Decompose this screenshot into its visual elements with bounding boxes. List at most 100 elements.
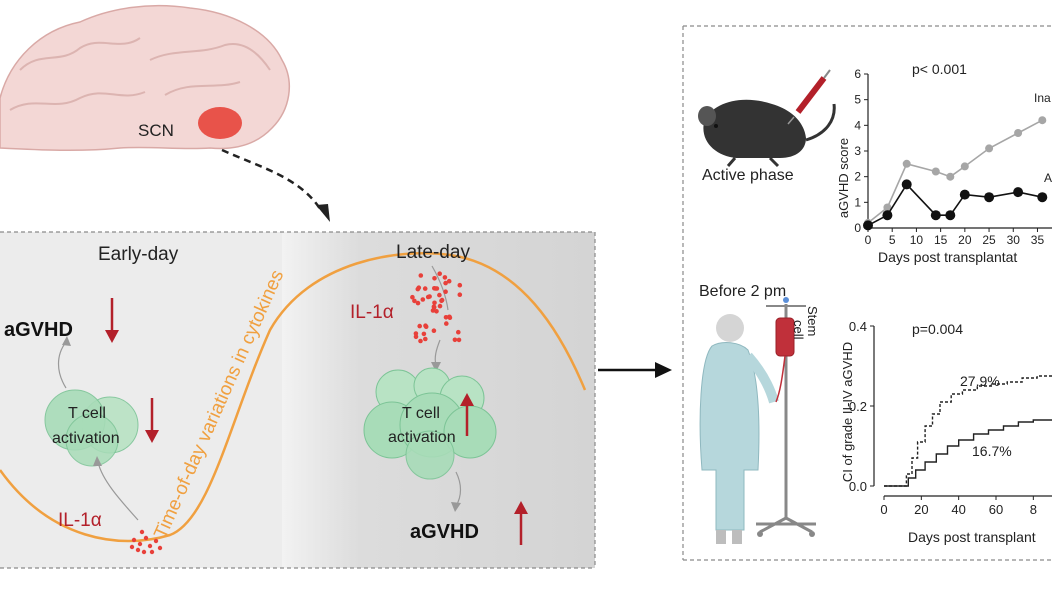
late-day-section: Late-day IL-1α T cell activation aGVHD bbox=[350, 242, 528, 545]
chart1-data-point bbox=[984, 192, 995, 203]
agvhd-score-chart: p< 0.001 aGVHD score Days post transplan… bbox=[836, 61, 1052, 265]
cytokine-dot bbox=[452, 337, 458, 343]
late-tcell-up-arrow bbox=[460, 393, 474, 436]
cytokine-dot bbox=[421, 331, 427, 337]
cytokine-dot bbox=[423, 323, 428, 329]
early-agvhd-down-arrow bbox=[105, 298, 119, 343]
chart1-data-point bbox=[931, 167, 940, 176]
cytokine-dot bbox=[413, 331, 419, 336]
chart1-xtick-label: 10 bbox=[910, 233, 924, 247]
right-panel bbox=[682, 25, 1052, 561]
late-mid-arrow-head bbox=[431, 362, 441, 372]
chart1-ytick-label: 3 bbox=[854, 144, 861, 158]
cytokine-dot bbox=[432, 300, 437, 306]
brain-fold bbox=[149, 43, 271, 71]
cytokine-dot bbox=[443, 315, 449, 320]
cytokine-dot bbox=[415, 300, 421, 306]
chart1-data-point bbox=[1013, 187, 1024, 198]
dashed-arrow-line bbox=[221, 148, 324, 213]
chart1-xtick-label: 30 bbox=[1007, 233, 1021, 247]
late-top-arrow bbox=[431, 265, 449, 311]
chart1-annotation: p< 0.001 bbox=[912, 61, 967, 77]
cytokine-dot bbox=[423, 336, 428, 342]
cytokine-dot bbox=[447, 314, 452, 320]
chart1-xtick-label: 0 bbox=[865, 233, 872, 247]
chart1-data-point bbox=[946, 172, 955, 181]
cytokine-dot bbox=[457, 282, 463, 288]
chart2-dashed-curve bbox=[884, 374, 1052, 487]
brain-fold bbox=[9, 91, 146, 111]
chart1-xtick-label: 15 bbox=[934, 233, 948, 247]
chart1-ytick-label: 1 bbox=[854, 195, 861, 209]
cytokine-dot bbox=[431, 328, 437, 334]
chart1-data-point bbox=[902, 159, 911, 168]
chart1-ytick-label: 0 bbox=[854, 221, 861, 235]
chart1-xtick-label: 20 bbox=[958, 233, 972, 247]
chart1-xtick-label: 5 bbox=[889, 233, 896, 247]
cytokine-dot bbox=[433, 286, 438, 291]
chart1-data-point bbox=[959, 189, 970, 200]
chart1-ytick-label: 2 bbox=[854, 170, 861, 184]
brain-illustration: SCN bbox=[0, 4, 330, 222]
stem-cell-label-2: cell bbox=[791, 320, 806, 340]
chart1-data-point bbox=[930, 210, 941, 221]
iv-stand-icon bbox=[756, 297, 816, 537]
cytokine-dot bbox=[418, 338, 423, 344]
chart1-series2-legend: A bbox=[1044, 171, 1052, 185]
cytokine-dot bbox=[443, 289, 448, 295]
early-cytokine-dots bbox=[129, 529, 163, 555]
ci-agvhd-chart: p=0.004 CI of grade II-IV aGVHD Days pos… bbox=[840, 319, 1052, 545]
mouse-label: Active phase bbox=[702, 167, 794, 184]
chart1-xtick-label: 25 bbox=[982, 233, 996, 247]
early-tcell-label-line1: T cell bbox=[68, 405, 106, 422]
chart2-annotation: p=0.004 bbox=[912, 321, 963, 337]
cytokine-dot bbox=[456, 337, 462, 343]
late-il1a-label: IL-1α bbox=[350, 302, 394, 323]
dashed-arrow-head bbox=[316, 204, 330, 222]
chart1-data-point bbox=[901, 179, 912, 190]
chart2-xlabel: Days post transplant bbox=[908, 529, 1036, 545]
chart1-data-point bbox=[1014, 129, 1023, 137]
chart1-data-point bbox=[882, 210, 893, 221]
late-day-label: Late-day bbox=[396, 242, 470, 263]
late-agvhd-label: aGVHD bbox=[410, 521, 479, 543]
chart1-xtick-label: 35 bbox=[1031, 233, 1045, 247]
early-il1a-arrow bbox=[97, 461, 139, 521]
chart1-ytick-label: 5 bbox=[854, 93, 861, 107]
patient-illustration: Before 2 pm Stem cell bbox=[699, 283, 820, 544]
chart2-xtick-label: 20 bbox=[914, 502, 928, 517]
cytokine-dot bbox=[439, 297, 445, 303]
early-il1a-arrow-head bbox=[93, 456, 102, 466]
chart2-xtick-label: 60 bbox=[989, 502, 1003, 517]
chart1-ytick-label: 6 bbox=[854, 67, 861, 81]
chart1-data-point bbox=[1037, 192, 1048, 203]
late-bottom-arrow-head bbox=[451, 502, 461, 512]
chart1-data-point bbox=[883, 203, 892, 212]
cytokine-dot bbox=[412, 298, 417, 304]
cytokine-dot bbox=[443, 280, 448, 286]
cytokine-dot bbox=[444, 321, 449, 326]
late-tcell-cluster bbox=[363, 367, 497, 480]
cytokine-dot bbox=[446, 278, 452, 284]
brain-fold bbox=[19, 37, 141, 71]
cytokine-dot bbox=[430, 308, 436, 313]
chart2-xtick-label: 0 bbox=[880, 502, 887, 517]
patient-label: Before 2 pm bbox=[699, 283, 786, 300]
cytokine-dot bbox=[442, 275, 448, 280]
center-arrow bbox=[598, 362, 672, 378]
chart2-ylabel: CI of grade II-IV aGVHD bbox=[840, 342, 855, 482]
early-feedback-arrow bbox=[57, 341, 67, 389]
cytokine-dot bbox=[432, 276, 437, 281]
chart1-data-point bbox=[863, 220, 873, 231]
brain-fold bbox=[164, 81, 241, 96]
cytokine-dot bbox=[420, 297, 426, 302]
late-agvhd-up-arrow bbox=[514, 501, 528, 545]
syringe-icon bbox=[787, 69, 831, 125]
cytokine-dot bbox=[456, 329, 461, 335]
chart2-label-solid: 16.7% bbox=[972, 443, 1012, 459]
cytokine-dot bbox=[425, 294, 431, 300]
cytokine-curve bbox=[0, 252, 587, 543]
early-feedback-arrow-head bbox=[62, 336, 71, 346]
mouse-illustration: Active phase bbox=[698, 69, 836, 184]
